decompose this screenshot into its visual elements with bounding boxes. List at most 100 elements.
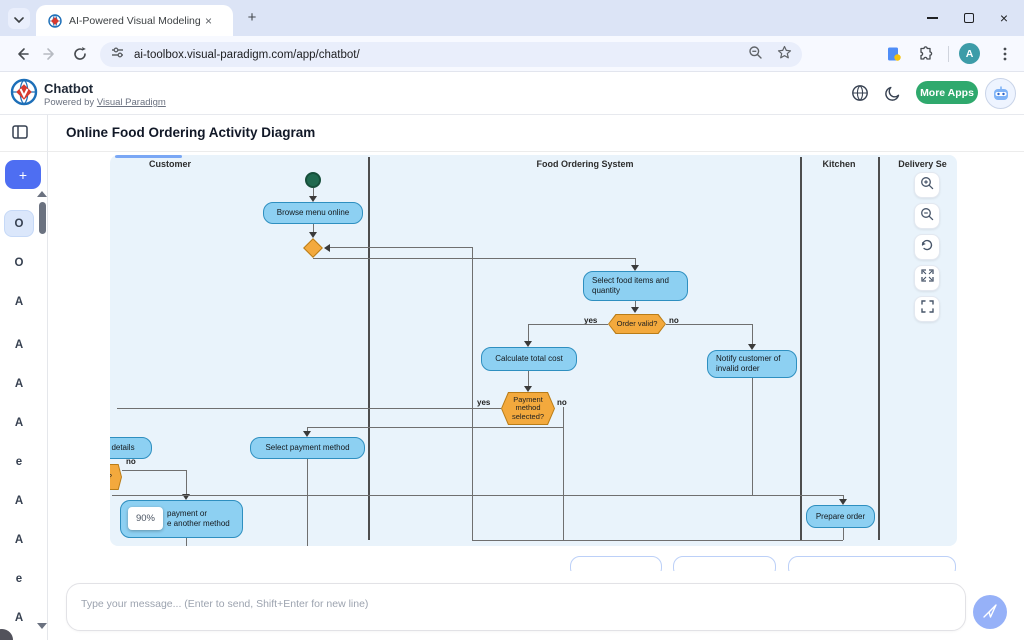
sidebar-divider xyxy=(47,115,48,640)
arrowhead xyxy=(631,265,639,271)
suggestion-chip[interactable] xyxy=(673,556,776,571)
back-icon[interactable] xyxy=(12,44,32,64)
suggestion-chip[interactable] xyxy=(788,556,956,571)
chat-message-area: Customer Food Ordering System Kitchen De… xyxy=(48,152,1008,571)
extensions-puzzle-icon[interactable] xyxy=(918,46,934,67)
connector xyxy=(563,407,564,540)
diagram-horizontal-scroll-indicator[interactable] xyxy=(115,155,182,158)
dark-mode-moon-icon[interactable] xyxy=(884,84,902,107)
connector xyxy=(307,459,308,546)
fullscreen-brackets-icon xyxy=(920,300,934,318)
sidebar-scroll-down-icon[interactable] xyxy=(37,623,47,629)
bookmark-star-icon[interactable] xyxy=(777,45,792,65)
sidebar-collapse-icon[interactable] xyxy=(12,124,29,145)
sidebar-item-conversation[interactable]: O xyxy=(14,256,24,269)
send-plane-icon xyxy=(982,603,998,622)
decision-payment-success-label: l? xyxy=(110,465,121,489)
sidebar-item-conversation[interactable]: O xyxy=(4,210,34,237)
tab-search-button[interactable] xyxy=(8,8,30,29)
swimlane-label-kitchen: Kitchen xyxy=(822,159,856,169)
sidebar-item-conversation[interactable]: A xyxy=(14,533,24,546)
edge-label-no: no xyxy=(557,398,567,407)
zoom-out-page-icon[interactable] xyxy=(748,45,763,65)
arrowhead xyxy=(303,431,311,437)
reset-view-button[interactable] xyxy=(914,234,940,260)
edge-label-no: no xyxy=(669,316,679,325)
swimlane-label-customer: Customer xyxy=(148,159,191,169)
url-bar[interactable]: ai-toolbox.visual-paradigm.com/app/chatb… xyxy=(100,42,802,67)
activity-browse-menu: Browse menu online xyxy=(263,202,363,224)
connector xyxy=(843,528,844,540)
connector xyxy=(635,258,636,266)
tab-close-icon[interactable]: × xyxy=(205,13,213,28)
expand-arrows-icon xyxy=(920,269,934,287)
more-apps-button[interactable]: More Apps xyxy=(916,81,978,104)
window-minimize-icon[interactable] xyxy=(926,17,938,19)
visual-paradigm-favicon xyxy=(48,13,62,28)
connector xyxy=(666,324,752,325)
corner-widget-partial[interactable] xyxy=(0,629,13,640)
sidebar-item-conversation[interactable]: A xyxy=(14,494,24,507)
decision-order-valid: Order valid? xyxy=(608,314,666,334)
visual-paradigm-link[interactable]: Visual Paradigm xyxy=(96,97,166,108)
extension-shortcut-icon[interactable] xyxy=(886,46,902,67)
connector xyxy=(528,324,608,325)
activity-calculate-cost: Calculate total cost xyxy=(481,347,577,371)
connector xyxy=(752,324,753,344)
connector xyxy=(472,540,843,541)
decision-payment-method-label: Payment method selected? xyxy=(502,393,554,424)
browser-menu-kebab-icon[interactable] xyxy=(998,45,1012,68)
expand-button[interactable] xyxy=(914,265,940,291)
url-text[interactable]: ai-toolbox.visual-paradigm.com/app/chatb… xyxy=(134,48,360,61)
chatbot-avatar[interactable] xyxy=(985,78,1016,109)
swimlane-divider xyxy=(878,157,880,540)
fullscreen-button[interactable] xyxy=(914,296,940,322)
forward-icon[interactable] xyxy=(40,44,60,64)
sidebar-item-conversation[interactable]: A xyxy=(14,377,24,390)
message-input[interactable] xyxy=(81,598,951,610)
connector xyxy=(472,247,473,540)
zoom-out-button[interactable] xyxy=(914,203,940,229)
activity-diagram-canvas[interactable]: Customer Food Ordering System Kitchen De… xyxy=(110,155,957,546)
chevron-down-icon xyxy=(14,10,24,28)
site-permissions-icon[interactable] xyxy=(110,45,125,65)
arrowhead xyxy=(309,196,317,202)
swimlane-divider xyxy=(800,157,802,540)
arrowhead xyxy=(309,232,317,238)
arrowhead xyxy=(748,344,756,350)
window-close-icon[interactable]: × xyxy=(999,10,1008,26)
new-tab-button[interactable]: + xyxy=(247,9,257,26)
sidebar-scrollbar-thumb[interactable] xyxy=(39,202,46,234)
sidebar-item-conversation[interactable]: A xyxy=(14,295,24,308)
activity-enter-details-clipped: details xyxy=(110,437,152,459)
browser-tab[interactable]: AI-Powered Visual Modeling Ch × xyxy=(36,5,233,36)
sidebar-item-conversation[interactable]: A xyxy=(14,611,24,624)
arrowhead xyxy=(524,341,532,347)
sidebar-item-conversation[interactable]: e xyxy=(15,572,23,585)
sidebar-item-conversation[interactable]: e xyxy=(15,455,23,468)
connector xyxy=(112,495,843,496)
decision-payment-method: Payment method selected? xyxy=(501,392,555,425)
zoom-out-icon xyxy=(920,207,934,226)
suggestion-chip[interactable] xyxy=(570,556,662,571)
sidebar-item-conversation[interactable]: A xyxy=(14,416,24,429)
connector xyxy=(752,378,753,495)
message-input-bar xyxy=(48,571,1024,640)
window-maximize-icon[interactable] xyxy=(963,13,974,23)
arrowhead xyxy=(324,244,330,252)
arrowhead xyxy=(524,386,532,392)
powered-prefix: Powered by xyxy=(44,97,97,108)
new-chat-button[interactable]: + xyxy=(5,160,41,189)
message-input-box[interactable] xyxy=(66,583,966,631)
language-globe-icon[interactable] xyxy=(851,84,869,107)
send-button[interactable] xyxy=(973,595,1007,629)
browser-profile-avatar[interactable]: A xyxy=(959,43,980,64)
diagram-zoom-level-badge: 90% xyxy=(128,507,163,530)
reload-icon[interactable] xyxy=(70,44,90,64)
zoom-in-button[interactable] xyxy=(914,172,940,198)
edge-label-yes: yes xyxy=(477,398,491,407)
page-title-bar xyxy=(0,115,1024,152)
sidebar-scroll-up-icon[interactable] xyxy=(37,191,47,197)
sidebar-item-conversation[interactable]: A xyxy=(14,338,24,351)
